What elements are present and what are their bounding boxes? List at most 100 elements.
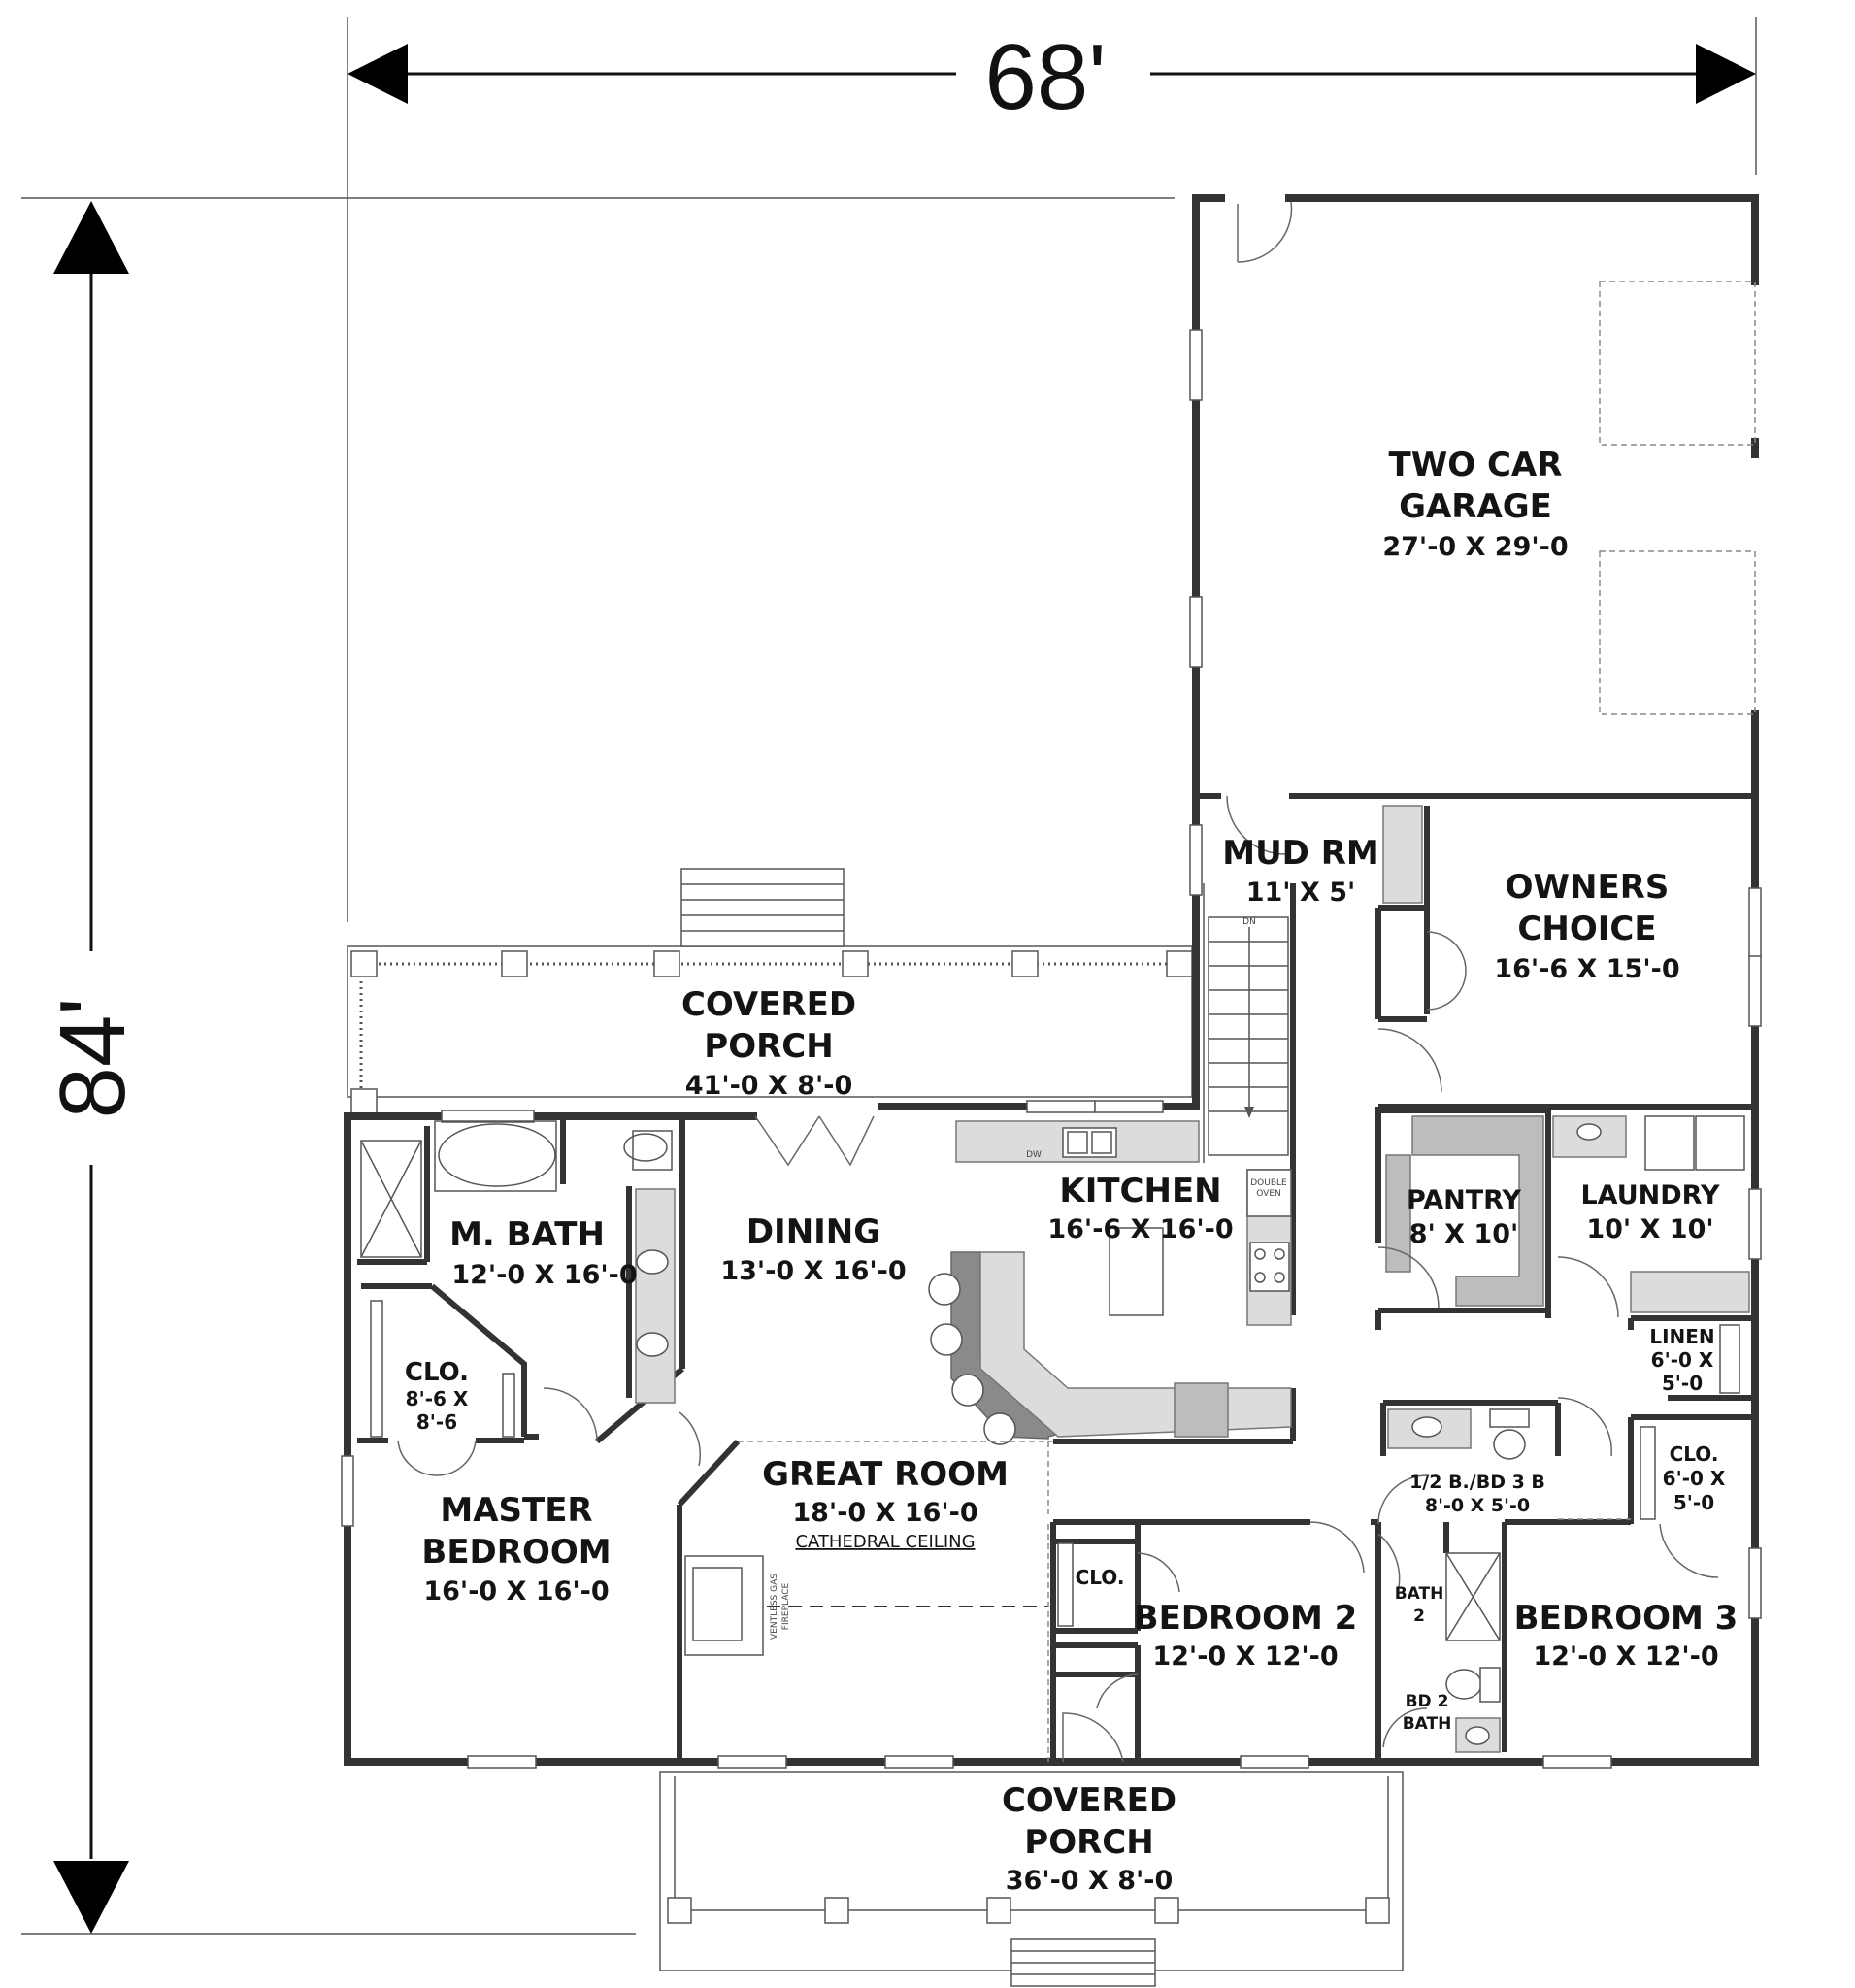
master-name-1: MASTER: [440, 1491, 592, 1530]
arrow-down-icon: [53, 1861, 129, 1934]
garage-room: TWO CAR GARAGE 27'-0 X 29'-0: [1237, 201, 1569, 562]
linen-size-1: 6'-0 X: [1651, 1348, 1714, 1372]
garage-name-2: GARAGE: [1399, 487, 1552, 526]
pantry-room: PANTRY 8' X 10': [1377, 1115, 1544, 1309]
halfbath-size: 8'-0 X 5'-0: [1425, 1495, 1530, 1516]
dining-name: DINING: [746, 1212, 880, 1251]
kitchen-size: 16'-6 X 16'-0: [1047, 1214, 1233, 1244]
bedroom-3: BEDROOM 3 12'-0 X 12'-0: [1514, 1599, 1739, 1672]
arrow-left-icon: [348, 44, 408, 104]
owners-size: 16'-6 X 15'-0: [1494, 954, 1679, 984]
bed2-name: BEDROOM 2: [1134, 1599, 1358, 1638]
bath2-name-1: BATH: [1395, 1584, 1444, 1604]
mclo-size-1: 8'-6 X: [406, 1387, 469, 1410]
pantry-size: 8' X 10': [1409, 1219, 1519, 1249]
rear-porch-size: 41'-0 X 8'-0: [685, 1071, 853, 1101]
owners-name-2: CHOICE: [1517, 910, 1656, 948]
clo2-name: CLO.: [1076, 1566, 1125, 1589]
half-bath: 1/2 B./BD 3 B 8'-0 X 5'-0: [1377, 1397, 1631, 1525]
mbath-name: M. BATH: [449, 1215, 605, 1254]
great-size: 18'-0 X 16'-0: [792, 1498, 977, 1528]
washer: [1644, 1115, 1695, 1171]
linen-closet: LINEN 6'-0 X 5'-0: [1649, 1324, 1740, 1395]
great-room: VENTLESS GAS FIREPLACE GREAT ROOM 18'-0 …: [679, 1411, 1053, 1656]
bed3-name: BEDROOM 3: [1514, 1599, 1739, 1638]
dimension-width: 68': [347, 17, 1757, 922]
garage-door-2: [1599, 550, 1756, 715]
garage-door-1: [1599, 281, 1756, 446]
bd2bath-name-1: BD 2: [1406, 1692, 1449, 1711]
linen-name: LINEN: [1649, 1325, 1714, 1348]
arrow-up-icon: [53, 201, 129, 274]
rear-porch-name-2: PORCH: [704, 1027, 833, 1066]
halfbath-name: 1/2 B./BD 3 B: [1409, 1472, 1545, 1493]
stair-label: DN: [1242, 917, 1256, 927]
bedroom3-closet: CLO. 6'-0 X 5'-0: [1640, 1426, 1726, 1578]
bed2-size: 12'-0 X 12'-0: [1152, 1641, 1338, 1672]
pantry-name: PANTRY: [1407, 1185, 1522, 1215]
dining-size: 13'-0 X 16'-0: [720, 1256, 906, 1286]
clo3-size-1: 6'-0 X: [1663, 1467, 1726, 1490]
mud-name: MUD RM: [1222, 834, 1379, 873]
bath2-toilet: [1445, 1669, 1482, 1700]
bedroom-2: BEDROOM 2 12'-0 X 12'-0: [1096, 1521, 1365, 1709]
laundry-name: LAUNDRY: [1580, 1180, 1720, 1210]
fireplace: [684, 1555, 764, 1656]
front-porch-name-2: PORCH: [1024, 1823, 1153, 1862]
oven-label-1: DOUBLE: [1250, 1178, 1287, 1188]
width-label: 68': [984, 25, 1106, 129]
bd2bath-name-2: BATH: [1403, 1714, 1452, 1734]
rear-porch-label: COVERED PORCH 41'-0 X 8'-0: [681, 985, 856, 1101]
front-porch: COVERED PORCH 36'-0 X 8'-0: [659, 1712, 1404, 1987]
owners-name-1: OWNERS: [1506, 868, 1670, 907]
laundry-room: LAUNDRY 10' X 10': [1552, 1115, 1750, 1318]
master-closet: CLO. 8'-6 X 8'-6: [370, 1300, 515, 1476]
linen-size-2: 5'-0: [1662, 1372, 1703, 1395]
laundry-size: 10' X 10': [1586, 1214, 1713, 1244]
great-note: CATHEDRAL CEILING: [795, 1532, 975, 1552]
master-bath-room: M. BATH 12'-0 X 16'-0: [360, 1120, 676, 1442]
kitchen-island: [1109, 1227, 1164, 1316]
mclo-name: CLO.: [405, 1358, 469, 1387]
master-name-2: BEDROOM: [421, 1533, 611, 1572]
mclo-size-2: 8'-6: [416, 1410, 457, 1434]
great-name: GREAT ROOM: [762, 1455, 1009, 1494]
kitchen-room: DW DOUBLE OVEN KITCHEN 16'-6 X 16'-0: [928, 1120, 1292, 1445]
fireplace-label-1: VENTLESS GAS: [770, 1574, 779, 1640]
tub: [438, 1123, 556, 1187]
depth-label: 84': [41, 997, 145, 1118]
oven-label-2: OVEN: [1256, 1189, 1281, 1199]
dining-room: DINING 13'-0 X 16'-0: [720, 1115, 907, 1286]
garage-name-1: TWO CAR: [1389, 446, 1563, 484]
rear-porch-name-1: COVERED: [681, 985, 856, 1024]
mbath-size: 12'-0 X 16'-0: [451, 1260, 637, 1290]
bedroom2-closet: CLO.: [1047, 1524, 1180, 1762]
master-bedroom: MASTER BEDROOM 16'-0 X 16'-0: [421, 1491, 611, 1607]
kitchen-name: KITCHEN: [1059, 1172, 1221, 1210]
clo3-name: CLO.: [1670, 1442, 1719, 1466]
bath-2: BATH 2 BD 2 BATH: [1377, 1533, 1501, 1753]
rear-steps: [680, 868, 845, 947]
front-porch-name-1: COVERED: [1002, 1781, 1176, 1820]
clo3-size-2: 5'-0: [1673, 1491, 1714, 1514]
halfbath-toilet: [1493, 1429, 1526, 1460]
garage-size: 27'-0 X 29'-0: [1382, 532, 1568, 562]
front-porch-size: 36'-0 X 8'-0: [1006, 1866, 1174, 1896]
dryer: [1695, 1115, 1745, 1171]
range: [1249, 1242, 1290, 1292]
master-size: 16'-0 X 16'-0: [423, 1576, 609, 1607]
stairs: [1208, 916, 1289, 1156]
mud-room: DN MUD RM 11' X 5': [1208, 795, 1423, 1156]
dw-label: DW: [1026, 1150, 1042, 1160]
owners-choice-room: OWNERS CHOICE 16'-6 X 15'-0: [1377, 868, 1680, 1093]
double-oven: [1246, 1169, 1292, 1217]
bath2-name-2: 2: [1413, 1607, 1425, 1626]
interior-walls: [357, 793, 1755, 1762]
bed3-size: 12'-0 X 12'-0: [1533, 1641, 1718, 1672]
fireplace-label-2: FIREPLACE: [781, 1582, 791, 1630]
mud-size: 11' X 5': [1246, 878, 1356, 908]
dimension-depth: 84': [21, 197, 1175, 1935]
toilet: [623, 1133, 668, 1162]
arrow-right-icon: [1696, 44, 1756, 104]
